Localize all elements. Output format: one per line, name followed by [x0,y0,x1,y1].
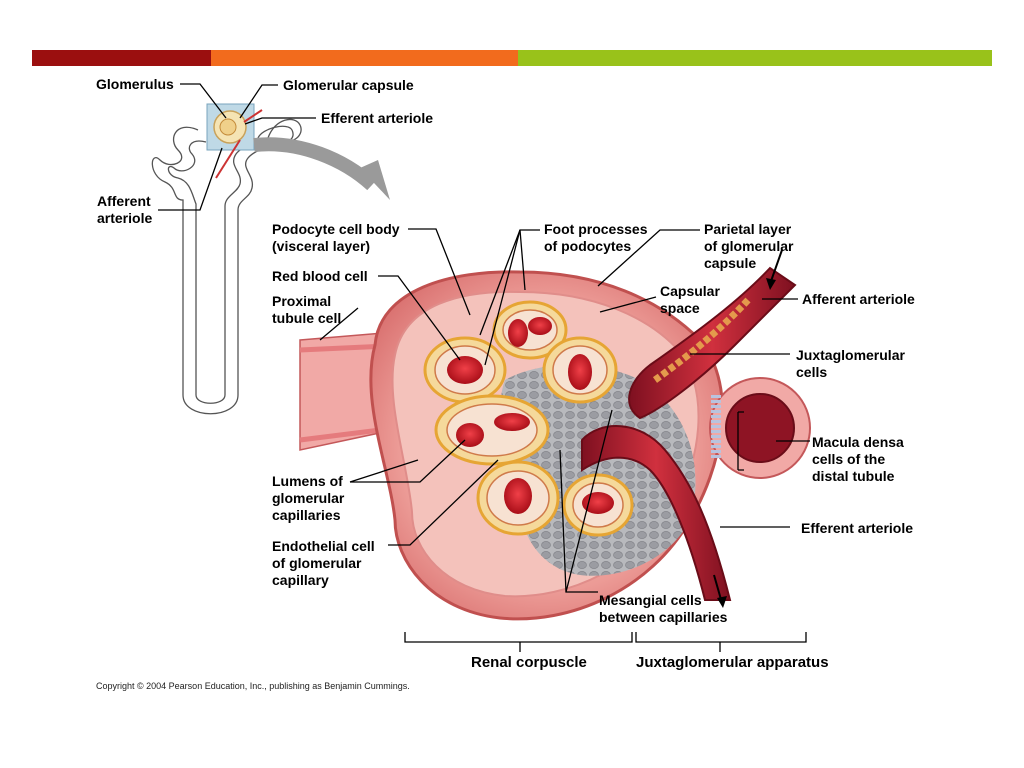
label-renal-corpuscle: Renal corpuscle [471,654,587,671]
label-endothelial-cell: Endothelial cell of glomerular capillary [272,538,375,589]
label-line: arteriole [97,210,153,226]
label-juxtaglomerular-cells: Juxtaglomerular cells [796,347,905,381]
label-foot-processes: Foot processes of podocytes [544,221,647,255]
small-efferent-vessel [243,109,263,123]
copyright-notice: Copyright © 2004 Pearson Education, Inc.… [96,681,410,691]
label-line: cells of the [812,451,886,467]
mesangial-region [500,365,696,576]
label-line: (visceral layer) [272,238,371,254]
label-line: Mesangial cells [599,592,702,608]
label-macula-densa: Macula densa cells of the distal tubule [812,434,904,485]
label-proximal-tubule-cell: Proximal tubule cell [272,293,341,327]
label-line: tubule cell [272,310,342,326]
label-red-blood-cell: Red blood cell [272,268,368,284]
zoom-arrow [253,137,377,191]
label-lumens-of-glomerular-capillaries: Lumens of glomerular capillaries [272,473,344,524]
label-afferent-arteriole-left: Afferent arteriole [97,193,152,227]
label-line: capillaries [272,507,341,523]
label-efferent-arteriole-top: Efferent arteriole [321,110,434,126]
label-line: space [660,300,700,316]
small-glomerulus [219,118,237,136]
juxtaglomerular-cells [652,297,751,383]
label-line: Afferent [97,193,151,209]
label-line: Proximal [272,293,332,309]
label-podocyte-cell-body: Podocyte cell body (visceral layer) [272,221,400,255]
label-line: Macula densa [812,434,904,450]
afferent-arteriole-vessel [628,266,797,420]
label-line: Lumens of [272,473,343,489]
label-parietal-layer: Parietal layer of glomerular capsule [704,221,793,272]
label-line: glomerular [272,490,345,506]
label-line: Parietal layer [704,221,792,237]
label-juxtaglomerular-apparatus: Juxtaglomerular apparatus [636,654,829,671]
label-line: Podocyte cell body [272,221,400,237]
header-bar-red [32,50,211,66]
label-line: distal tubule [812,468,895,484]
label-efferent-arteriole-right: Efferent arteriole [801,520,914,536]
header-bar-green [518,50,992,66]
efferent-arteriole-vessel [581,425,732,601]
label-line: capillary [272,572,329,588]
label-mesangial-cells: Mesangial cells between capillaries [599,592,727,626]
label-glomerular-capsule: Glomerular capsule [283,77,414,93]
afferent-flow-arrow [769,249,783,285]
label-afferent-arteriole-right: Afferent arteriole [802,291,915,307]
label-line: Endothelial cell [272,538,375,554]
label-line: cells [796,364,828,380]
label-line: of glomerular [704,238,794,254]
label-capsular-space: Capsular space [660,283,720,317]
zoom-arrow-head [360,160,390,200]
small-afferent-vessel [215,139,241,179]
label-line: Foot processes [544,221,648,237]
capillary-loops [423,300,634,537]
label-glomerulus: Glomerulus [96,76,174,92]
label-line: Capsular [660,283,720,299]
label-line: Juxtaglomerular [796,347,905,363]
leader-lines [158,83,810,652]
header-bar-orange [211,50,518,66]
nephron-sketch [151,118,302,415]
label-line: of podocytes [544,238,632,254]
label-line: between capillaries [599,609,728,625]
label-line: of glomerular [272,555,362,571]
distal-tubule-lumen [725,393,795,463]
label-line: capsule [704,255,757,271]
